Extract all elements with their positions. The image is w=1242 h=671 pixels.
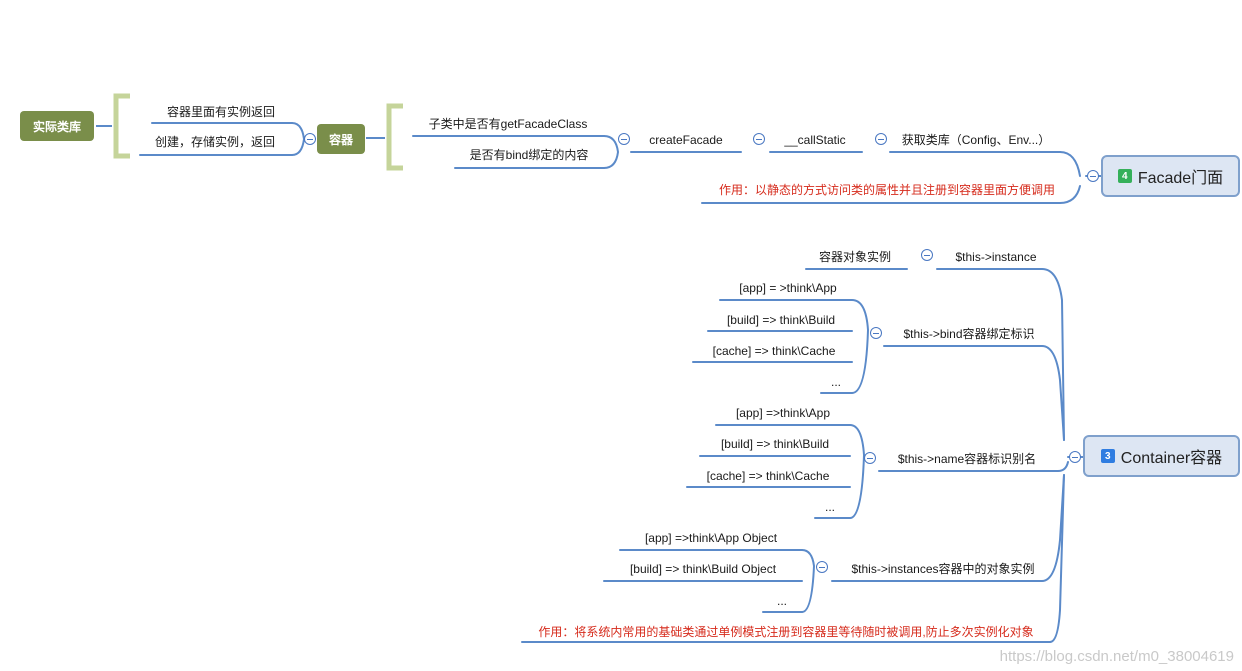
facade-chain-get-library[interactable]: 获取类库（Config、Env...）	[901, 133, 1051, 147]
root-node-actual-library[interactable]: 实际类库	[20, 111, 94, 141]
bracket-item-2[interactable]: 创建，存储实例，返回	[154, 135, 276, 149]
container-badge: 3	[1100, 449, 1115, 463]
facade-node[interactable]: 4 Facade门面	[1101, 155, 1240, 197]
instance-child[interactable]: 容器对象实例	[818, 250, 892, 264]
bind-label[interactable]: $this->bind容器绑定标识	[903, 327, 1035, 341]
watermark: https://blog.csdn.net/m0_38004619	[999, 648, 1234, 665]
instances-label[interactable]: $this->instances容器中的对象实例	[851, 562, 1035, 576]
collapse-icon[interactable]	[921, 249, 933, 261]
collapse-icon[interactable]	[864, 452, 876, 464]
facade-badge: 4	[1117, 169, 1132, 183]
name-item[interactable]: ...	[824, 500, 836, 514]
container-item-1[interactable]: 子类中是否有getFacadeClass	[428, 117, 588, 131]
container-node[interactable]: 3 Container容器	[1083, 435, 1240, 477]
collapse-icon[interactable]	[870, 327, 882, 339]
instance-label[interactable]: $this->instance	[955, 250, 1037, 264]
bind-item[interactable]: [cache] => think\Cache	[712, 344, 836, 358]
name-item[interactable]: [cache] => think\Cache	[706, 469, 830, 483]
node-container[interactable]: 容器	[317, 124, 365, 154]
collapse-icon[interactable]	[304, 133, 316, 145]
name-item[interactable]: [app] =>think\App	[735, 406, 831, 420]
name-label[interactable]: $this->name容器标识别名	[897, 452, 1037, 466]
facade-title: Facade门面	[1137, 170, 1224, 187]
bind-item[interactable]: ...	[830, 375, 842, 389]
instances-item[interactable]: ...	[776, 594, 788, 608]
bind-item[interactable]: [app] = >think\App	[739, 281, 837, 295]
instances-item[interactable]: [app] =>think\App Object	[644, 531, 778, 545]
facade-chain-callstatic[interactable]: __callStatic	[784, 133, 846, 147]
collapse-icon[interactable]	[618, 133, 630, 145]
container-note[interactable]: 作用：将系统内常用的基础类通过单例模式注册到容器里等待随时被调用,防止多次实例化…	[538, 625, 1034, 639]
facade-chain-create[interactable]: createFacade	[649, 133, 723, 147]
collapse-icon[interactable]	[816, 561, 828, 573]
instances-item[interactable]: [build] => think\Build Object	[629, 562, 777, 576]
container-title: Container容器	[1120, 450, 1223, 467]
container-item-2[interactable]: 是否有bind绑定的内容	[469, 148, 589, 162]
collapse-icon[interactable]	[1069, 451, 1081, 463]
collapse-icon[interactable]	[875, 133, 887, 145]
bracket-item-1[interactable]: 容器里面有实例返回	[166, 105, 276, 119]
collapse-icon[interactable]	[1087, 170, 1099, 182]
name-item[interactable]: [build] => think\Build	[720, 437, 830, 451]
bind-item[interactable]: [build] => think\Build	[726, 313, 836, 327]
facade-note[interactable]: 作用：以静态的方式访问类的属性并且注册到容器里面方便调用	[718, 183, 1056, 197]
collapse-icon[interactable]	[753, 133, 765, 145]
